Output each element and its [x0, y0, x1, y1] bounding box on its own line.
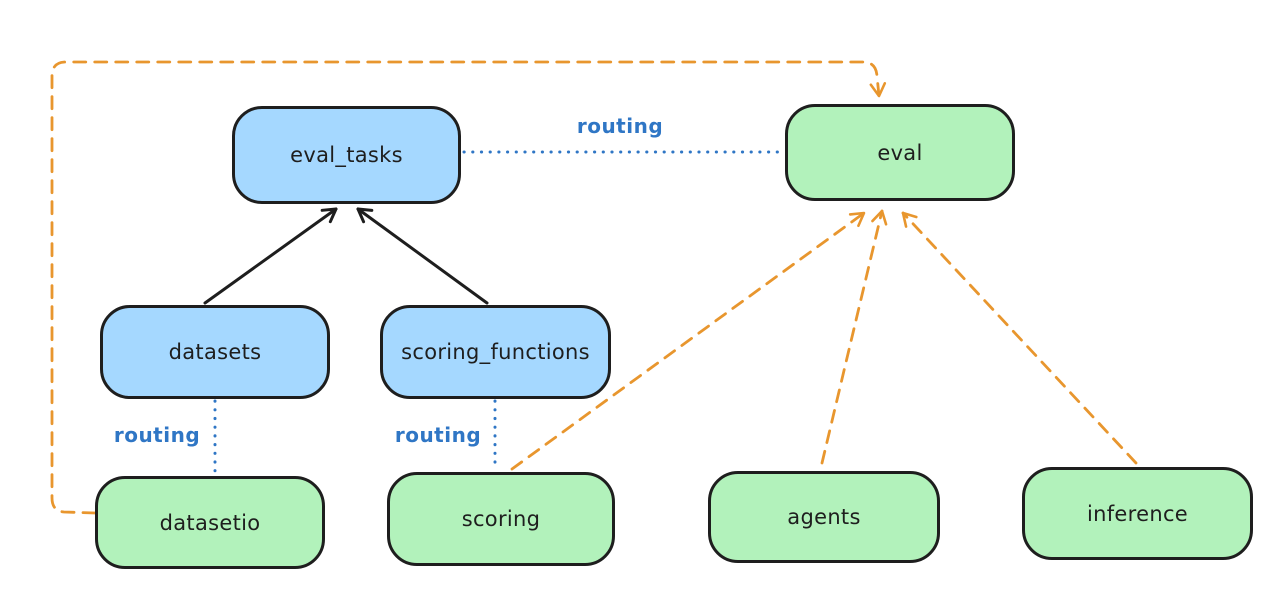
node-inference-label: inference — [1086, 501, 1189, 526]
node-eval-tasks-label: eval_tasks — [290, 143, 403, 167]
node-scoring-label: scoring — [461, 507, 541, 531]
edge-inference-to-eval — [901, 211, 1138, 465]
node-agents: agents — [708, 471, 940, 563]
node-datasets: datasets — [100, 305, 330, 399]
node-scoring-functions: scoring_functions — [380, 305, 611, 399]
node-scoring: scoring — [387, 472, 615, 566]
node-eval: eval — [785, 104, 1015, 201]
edge-datasetio-to-eval — [50, 60, 887, 515]
edge-label-routing-eval-tasks-eval: routing — [576, 114, 664, 138]
edge-datasets-to-eval-tasks — [203, 207, 338, 305]
edge-scoring-functions-to-eval-tasks — [356, 207, 489, 305]
node-datasets-label: datasets — [168, 340, 262, 364]
edge-label-routing-scoring-functions-scoring: routing — [394, 423, 482, 447]
node-inference: inference — [1022, 467, 1253, 560]
node-eval-tasks: eval_tasks — [232, 106, 461, 204]
node-datasetio: datasetio — [95, 476, 325, 569]
edge-scoring-to-eval — [510, 211, 866, 471]
node-scoring-functions-label: scoring_functions — [401, 340, 590, 364]
edge-agents-to-eval — [820, 209, 888, 465]
node-datasetio-label: datasetio — [159, 510, 261, 535]
node-agents-label: agents — [787, 505, 861, 529]
edge-label-routing-datasets-datasetio: routing — [113, 423, 201, 447]
node-eval-label: eval — [877, 140, 923, 165]
